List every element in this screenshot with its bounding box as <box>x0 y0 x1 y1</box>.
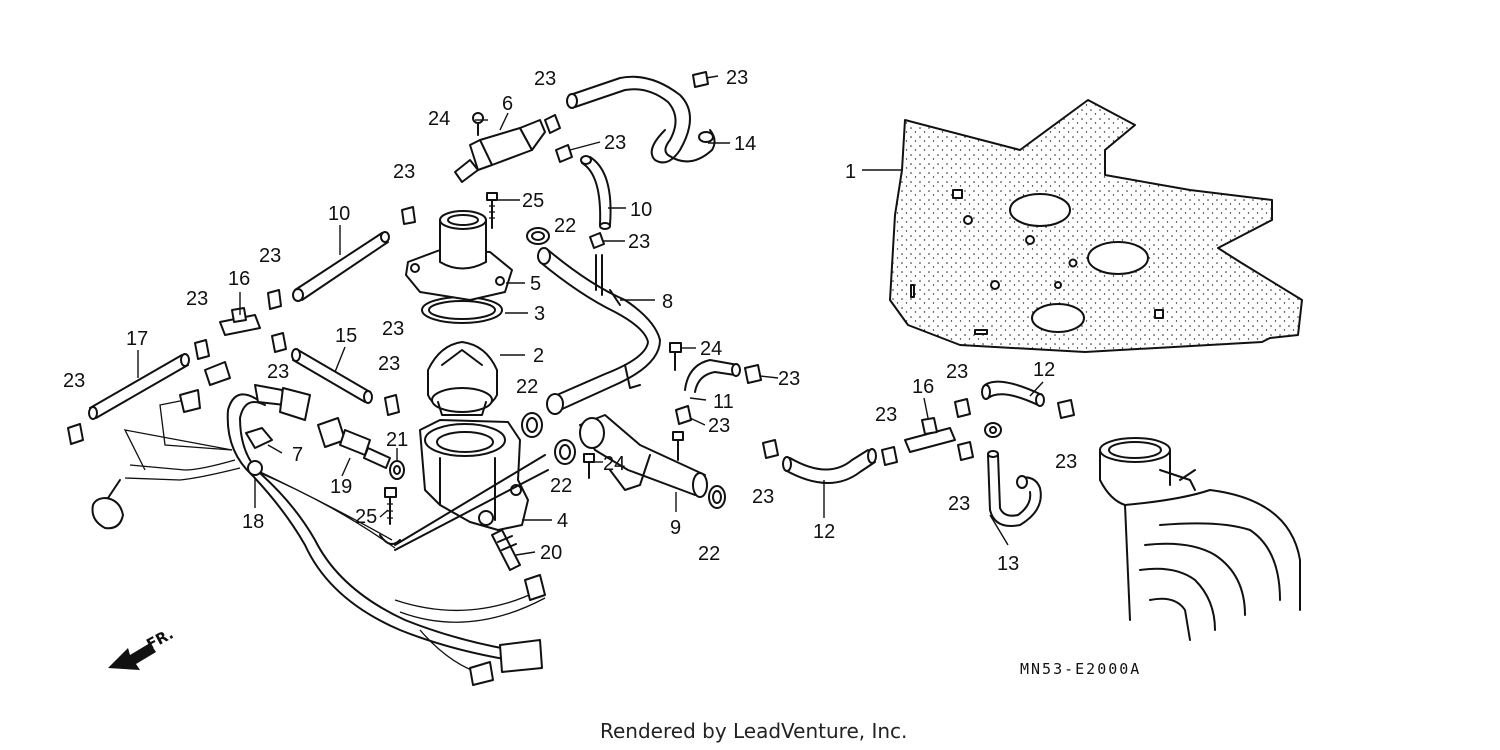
wire-harness <box>91 361 549 686</box>
callout-19: 19 <box>330 476 352 498</box>
callout-13: 13 <box>997 553 1019 575</box>
callout-23r: 23 <box>382 318 404 340</box>
tee-joint-16-right <box>904 417 956 453</box>
callout-6: 6 <box>502 93 513 115</box>
callout-8: 8 <box>662 291 673 313</box>
callouts: 1 2 3 4 5 6 7 8 9 10 10 11 12 12 13 14 1… <box>63 67 1077 575</box>
callout-17: 17 <box>126 328 148 350</box>
callout-9: 9 <box>670 517 681 539</box>
credit-line: Rendered by LeadVenture, Inc. <box>600 719 907 743</box>
exhaust-manifold <box>1099 437 1301 641</box>
callout-23i: 23 <box>63 370 85 392</box>
hose-13 <box>987 450 1042 527</box>
hose-clip-13 <box>984 422 1002 438</box>
callout-23c: 23 <box>604 132 626 154</box>
hose-10-upper <box>580 155 612 230</box>
callout-23g: 23 <box>186 288 208 310</box>
bolt-24-mid <box>669 342 682 371</box>
hose-14 <box>566 75 716 164</box>
callout-15: 15 <box>335 325 357 347</box>
callout-22b: 22 <box>516 376 538 398</box>
bolt-25-lower <box>384 487 397 525</box>
callout-23b: 23 <box>726 67 748 89</box>
callout-23h: 23 <box>267 361 289 383</box>
callout-10a: 10 <box>328 203 350 225</box>
callout-5: 5 <box>530 273 541 295</box>
thermostat-gasket <box>421 296 503 324</box>
thermostat-cover <box>405 210 513 301</box>
hose-15 <box>291 348 373 404</box>
callout-23m: 23 <box>752 486 774 508</box>
callout-16a: 16 <box>228 268 250 290</box>
callout-1: 1 <box>845 161 856 183</box>
callout-18: 18 <box>242 511 264 533</box>
o-ring-22-top <box>526 227 550 245</box>
diagram-code: MN53-E2000A <box>1020 660 1141 678</box>
callout-23p: 23 <box>948 493 970 515</box>
callout-14: 14 <box>734 133 756 155</box>
hose-17 <box>88 353 190 420</box>
callout-23j: 23 <box>378 353 400 375</box>
callout-16b: 16 <box>912 376 934 398</box>
water-pipe-8 <box>537 247 661 415</box>
thermostat-housing <box>419 419 529 531</box>
bolt-24-low <box>583 453 595 479</box>
bolt-25-upper <box>486 192 498 229</box>
callout-23k: 23 <box>778 368 800 390</box>
callout-11: 11 <box>713 391 734 413</box>
callout-23q: 23 <box>1055 451 1077 473</box>
hose-clamps <box>67 71 1075 466</box>
callout-23f: 23 <box>259 245 281 267</box>
callout-23d: 23 <box>393 161 415 183</box>
callout-4: 4 <box>557 510 568 532</box>
callout-10b: 10 <box>630 199 652 221</box>
temperature-sensor-19 <box>317 417 391 469</box>
callout-23l: 23 <box>708 415 730 437</box>
callout-25b: 25 <box>355 506 377 528</box>
callout-2: 2 <box>533 345 544 367</box>
callout-24b: 24 <box>700 338 722 360</box>
hose-12-upper <box>981 380 1045 407</box>
callout-12b: 12 <box>1033 359 1055 381</box>
o-ring-22-mid <box>521 412 543 438</box>
callout-12a: 12 <box>813 521 835 543</box>
heat-shield-plate <box>889 99 1303 353</box>
hose-11 <box>684 359 741 393</box>
callout-23n: 23 <box>875 404 897 426</box>
callout-7: 7 <box>292 444 303 466</box>
air-fitting <box>454 112 546 183</box>
temperature-sensor-20 <box>491 529 521 571</box>
callout-3: 3 <box>534 303 545 325</box>
front-direction-arrow: FR. <box>108 625 176 670</box>
callout-25a: 25 <box>522 190 544 212</box>
hose-12-lower <box>782 448 877 484</box>
callout-22a: 22 <box>554 215 576 237</box>
callout-22c: 22 <box>550 475 572 497</box>
callout-23e: 23 <box>628 231 650 253</box>
callout-20: 20 <box>540 542 562 564</box>
callout-22d: 22 <box>698 543 720 565</box>
thermostat <box>427 341 498 416</box>
leader-lines <box>137 75 1044 556</box>
callout-21: 21 <box>386 429 408 451</box>
hose-10-left <box>292 231 390 302</box>
o-ring-22-right <box>708 485 726 509</box>
washer-21 <box>389 460 405 480</box>
callout-23o: 23 <box>946 361 968 383</box>
o-ring-22-low <box>554 439 576 465</box>
water-pipe-9 <box>579 414 708 498</box>
callout-23a: 23 <box>534 68 556 90</box>
callout-24a: 24 <box>428 108 450 130</box>
callout-24c: 24 <box>603 453 625 475</box>
